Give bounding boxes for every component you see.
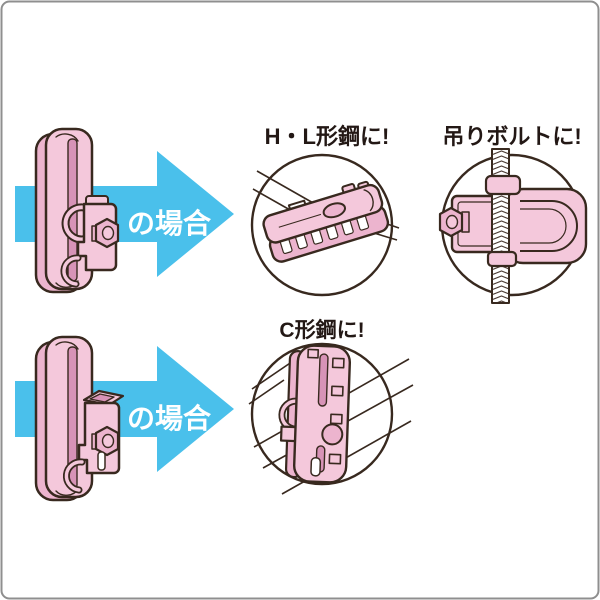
clamp-on-beam [262,180,390,263]
rib [330,385,344,397]
clamp-on-channel [278,344,352,484]
strap-top-cap-line [55,133,79,142]
usage-title-c: C形鋼に! [279,318,364,342]
rib [331,357,345,369]
clamp-end-cap-line [363,189,374,212]
upper-claw [484,174,522,196]
hook-body [63,205,90,242]
product-clamp-pose-b [34,335,125,502]
usage-title-hl: H・L形鋼に! [265,124,390,149]
bottom-slot [310,457,322,477]
nut-face [101,225,115,241]
rib [328,453,342,465]
lower-hook-body [64,460,84,492]
arrow-label: の場合 [127,207,212,239]
clamp-ribs [307,348,345,465]
arrow-label: の場合 [127,402,212,434]
usage-example-hl-steel: H・L形鋼に! [250,124,400,297]
lower-hook-body [62,256,80,286]
rib [329,413,343,425]
clamp-hole [321,423,344,446]
clamp-seam-line [278,213,322,228]
threaded-rod [491,148,510,304]
strap-slot-inner [520,208,567,244]
block-bottom-slot [97,451,106,471]
clamp-slot-upper [317,353,329,407]
clamp-hole [322,202,346,219]
clamp-ribs [279,214,370,255]
channel-line [248,379,285,405]
arrow-right-icon [15,346,234,472]
strap-slot-outer [520,200,578,252]
arrow-right-icon [15,151,234,277]
usage-example-hanging-bolt: 吊りボルトに! [438,124,588,304]
clamp-on-bolt [438,148,588,304]
clamp-front-face [292,344,352,484]
nut-face [445,214,459,230]
block-top-opening [89,393,115,403]
nut-face [101,433,115,449]
case-arrow-1: の場合 [15,151,234,277]
lower-claw [486,250,518,268]
strap-top-cap-line [55,341,79,350]
usage-title-bolt: 吊りボルトに! [442,124,581,149]
product-clamp-pose-a [34,127,120,294]
rib [307,348,320,359]
usage-example-c-steel: C形鋼に! [248,318,414,495]
case-arrow-2: の場合 [15,346,234,472]
